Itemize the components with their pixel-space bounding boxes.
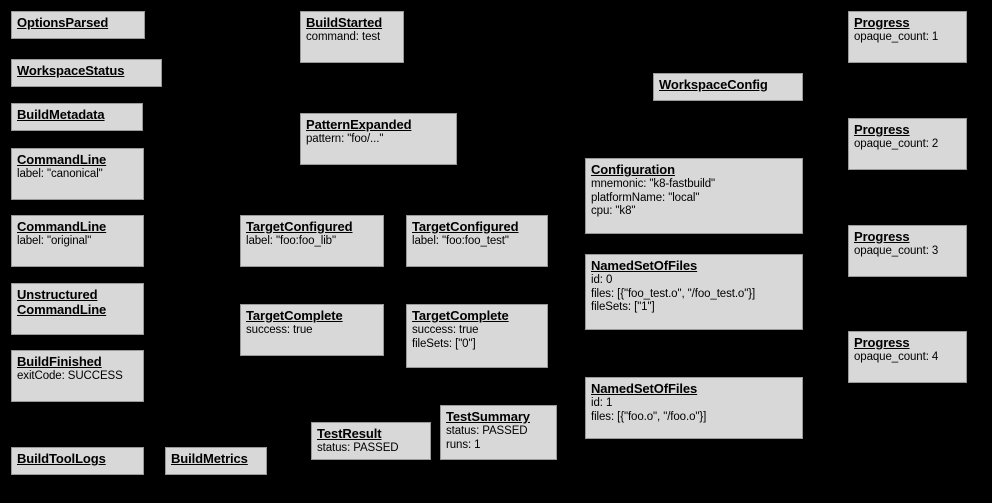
node-fields: opaque_count: 1 (854, 31, 961, 45)
node-field: mnemonic: "k8-fastbuild" (591, 178, 716, 191)
node-fields: opaque_count: 4 (854, 351, 961, 365)
node-field: success: true (246, 324, 313, 337)
node-title: CommandLine (17, 152, 107, 167)
node-field: id: 1 (591, 397, 613, 410)
node-build-metadata[interactable]: BuildMetadata (11, 103, 143, 131)
node-title: NamedSetOfFiles (591, 258, 698, 273)
node-fields: success: true (246, 324, 378, 338)
node-field: exitCode: SUCCESS (17, 370, 123, 383)
node-field: fileSets: ["1"] (591, 301, 655, 314)
node-title: TestResult (317, 426, 382, 441)
node-title: OptionsParsed (17, 15, 109, 30)
node-field: files: [{"foo_test.o", "/foo_test.o"}] (591, 287, 756, 300)
node-field: files: [{"foo.o", "/foo.o"}] (591, 410, 707, 423)
node-field: success: true (412, 324, 479, 337)
node-options-parsed[interactable]: OptionsParsed (11, 11, 145, 39)
node-title: Progress (854, 122, 910, 137)
node-field: command: test (306, 31, 381, 44)
node-field: label: "foo:foo_test" (412, 235, 509, 248)
node-field: opaque_count: 4 (854, 351, 939, 364)
node-title: BuildToolLogs (17, 451, 106, 466)
node-field: label: "foo:foo_lib" (246, 235, 336, 248)
node-title: Unstructured CommandLine (17, 287, 107, 318)
node-fields: label: "canonical" (17, 168, 138, 182)
node-title: TestSummary (446, 409, 530, 424)
node-title: WorkspaceConfig (659, 77, 768, 92)
node-workspace-config[interactable]: WorkspaceConfig (653, 73, 803, 101)
node-field: cpu: "k8" (591, 205, 636, 218)
node-title: BuildMetrics (171, 451, 248, 466)
node-field: status: PASSED (446, 425, 528, 438)
node-title: BuildFinished (17, 354, 102, 369)
node-unstructured-command-line[interactable]: Unstructured CommandLine (11, 283, 144, 335)
node-field: platformName: "local" (591, 191, 700, 204)
node-fields: pattern: "foo/..." (306, 133, 451, 147)
node-title: NamedSetOfFiles (591, 381, 698, 396)
node-field: label: "original" (17, 235, 92, 248)
node-title: PatternExpanded (306, 117, 412, 132)
node-title: Progress (854, 335, 910, 350)
node-workspace-status[interactable]: WorkspaceStatus (11, 59, 162, 87)
node-title: Progress (854, 15, 910, 30)
node-build-tool-logs[interactable]: BuildToolLogs (11, 447, 144, 475)
node-title: TargetConfigured (412, 219, 519, 234)
node-title: CommandLine (17, 219, 107, 234)
node-field: status: PASSED (317, 442, 399, 455)
node-title: Progress (854, 229, 910, 244)
node-fields: label: "foo:foo_lib" (246, 235, 378, 249)
node-fields: command: test (306, 31, 398, 45)
node-field: opaque_count: 2 (854, 138, 939, 151)
node-fields: status: PASSED (317, 442, 425, 456)
node-field: fileSets: ["0"] (412, 337, 476, 350)
node-field: id: 0 (591, 274, 613, 287)
node-fields: mnemonic: "k8-fastbuild"platformName: "l… (591, 178, 797, 219)
node-title: TargetConfigured (246, 219, 353, 234)
node-fields: opaque_count: 3 (854, 245, 961, 259)
node-field: opaque_count: 3 (854, 245, 939, 258)
node-title: BuildStarted (306, 15, 383, 30)
node-field: label: "canonical" (17, 168, 103, 181)
node-fields: label: "foo:foo_test" (412, 235, 542, 249)
node-title: Configuration (591, 162, 675, 177)
node-title: WorkspaceStatus (17, 63, 125, 78)
node-fields: exitCode: SUCCESS (17, 370, 138, 384)
node-field: pattern: "foo/..." (306, 133, 384, 146)
node-field: runs: 1 (446, 438, 481, 451)
node-field: opaque_count: 1 (854, 31, 939, 44)
node-fields: label: "original" (17, 235, 138, 249)
node-title: TargetComplete (246, 308, 343, 323)
node-title: BuildMetadata (17, 107, 105, 122)
node-fields: opaque_count: 2 (854, 138, 961, 152)
node-title: TargetComplete (412, 308, 509, 323)
node-build-metrics[interactable]: BuildMetrics (165, 447, 267, 475)
